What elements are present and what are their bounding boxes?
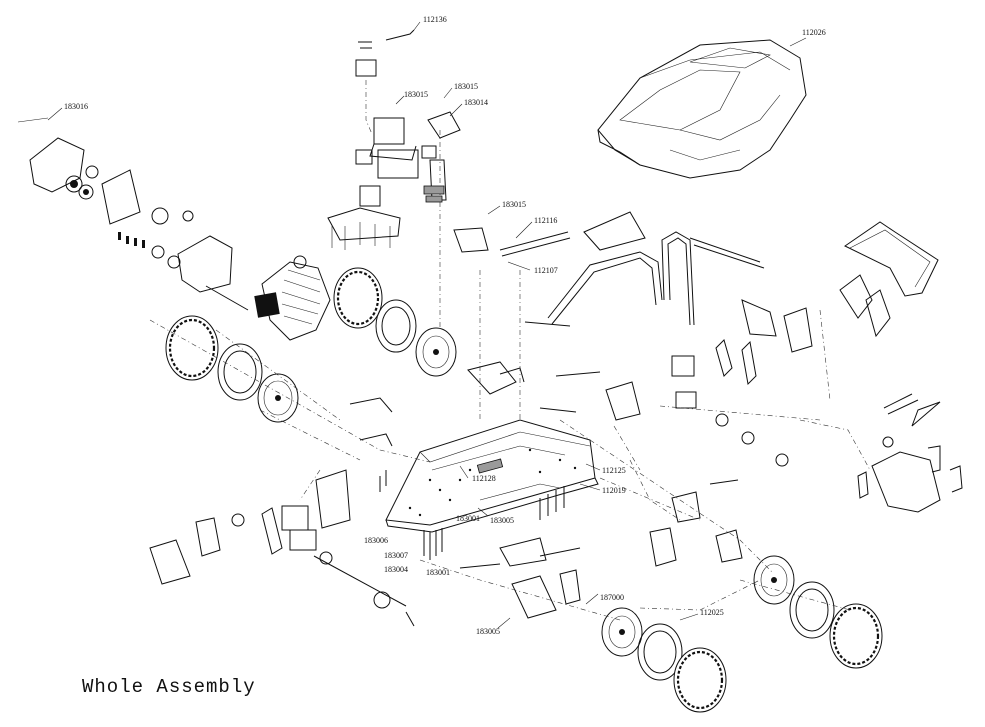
part-label: 112025 bbox=[700, 608, 724, 617]
part-label: 183015 bbox=[404, 90, 428, 99]
part-label: 112019 bbox=[602, 486, 626, 495]
part-label: 183001 bbox=[456, 514, 480, 523]
part-label: 183015 bbox=[454, 82, 478, 91]
chassis-plate bbox=[385, 419, 599, 533]
part-label: 112125 bbox=[602, 466, 626, 475]
part-label: 183007 bbox=[384, 551, 408, 560]
part-labels: 112136 112026 183016 183015 183015 18301… bbox=[64, 15, 826, 636]
steering-links bbox=[349, 361, 743, 619]
part-label: 112107 bbox=[534, 266, 558, 275]
front-suspension bbox=[149, 469, 415, 627]
part-label: 183006 bbox=[364, 536, 388, 545]
part-label: 183004 bbox=[384, 565, 408, 574]
radio-box bbox=[327, 29, 441, 330]
part-label: 112128 bbox=[472, 474, 496, 483]
fuel-tank bbox=[857, 393, 963, 513]
roll-cage bbox=[499, 211, 765, 327]
part-label: 183001 bbox=[426, 568, 450, 577]
gear-train bbox=[17, 117, 249, 311]
leader-lines bbox=[47, 21, 699, 629]
part-label: 183005 bbox=[490, 516, 514, 525]
rear-wing bbox=[839, 221, 939, 338]
diagram-caption: Whole Assembly bbox=[82, 676, 256, 698]
body-shell bbox=[597, 37, 807, 179]
rear-suspension bbox=[539, 299, 813, 467]
center-shock-towers bbox=[421, 111, 489, 253]
part-label: 183015 bbox=[502, 200, 526, 209]
engine bbox=[254, 255, 331, 341]
assembly-lines bbox=[149, 270, 871, 621]
part-label: 112026 bbox=[802, 28, 826, 37]
center-wheel-group bbox=[333, 267, 457, 377]
part-label: 183016 bbox=[64, 102, 88, 111]
part-label: 183005 bbox=[476, 627, 500, 636]
part-label: 187000 bbox=[600, 593, 624, 602]
part-label: 112136 bbox=[423, 15, 447, 24]
part-label: 183014 bbox=[464, 98, 488, 107]
bottom-wheel-group bbox=[601, 607, 727, 713]
left-rear-wheel bbox=[165, 315, 299, 423]
right-wheel-group bbox=[753, 555, 883, 669]
screw-columns bbox=[379, 470, 565, 560]
part-label: 112116 bbox=[534, 216, 557, 225]
